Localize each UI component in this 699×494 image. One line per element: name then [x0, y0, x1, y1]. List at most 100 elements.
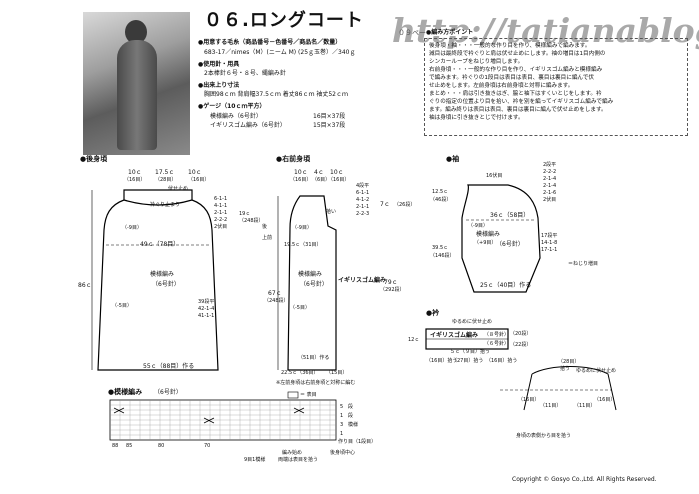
- back-bind-off: 伏せ止め: [168, 186, 189, 192]
- collar-side-pick: （16目）: [518, 397, 540, 403]
- back-width-2: 17.5ｃ: [155, 169, 175, 176]
- points-line: ぐりの指定の位置より目を拾い、衿を別を編ってイギリスゴム編みで編み: [429, 99, 614, 105]
- back-neck-bind: 衿ぐり止まり: [150, 202, 181, 208]
- front-hem-b: 22.5ｃ（36目）: [281, 370, 319, 376]
- back-hem: 55ｃ（88目）作る: [143, 363, 195, 370]
- back-stitch-1: （16目）: [124, 177, 146, 183]
- front-pick-up: 拾い: [326, 209, 337, 215]
- model-photo: [83, 12, 190, 155]
- back-stitch-3: （16目）: [188, 177, 210, 183]
- front-upper-label: 上前: [262, 235, 273, 241]
- sleeve-side-rows: 14-1-8: [541, 240, 558, 246]
- gauge-name-2: イギリスゴム編み（6号針）: [210, 122, 286, 129]
- front-neck-rows: 6-1-1: [356, 190, 370, 196]
- collar-bind-note: ゆるめに伏せ止め: [576, 368, 617, 374]
- sleeve-top-rows: 2-2-2: [543, 169, 557, 175]
- repeat-label: 9目1模様: [244, 457, 266, 463]
- back-stitch-2: （28目）: [155, 177, 177, 183]
- back-side-dec: （-5目）: [112, 303, 132, 309]
- collar-needle-b: （６号針）: [484, 341, 510, 347]
- front-rib: イギリスゴム編み: [338, 277, 387, 284]
- back-neck-dec: 6-1-1: [214, 196, 228, 202]
- front-collar-rows: （26段）: [394, 202, 416, 208]
- front-body-path: [287, 195, 337, 371]
- sleeve-dec: （-9目）: [468, 223, 488, 229]
- front-chest-w: 19.5ｃ（31目）: [284, 242, 322, 248]
- cast-on-label: 作り目（1段目）: [338, 439, 377, 445]
- tools-line: 2本棒針６号・８号、縄編み針: [204, 70, 286, 77]
- points-heading: ●編み方ポイント: [426, 29, 474, 36]
- yarn-line: 683-17／nimes（M）(ニーム M) (25ｇ玉巻）／340ｇ: [204, 49, 356, 56]
- ref-label: ０９ページの作品: [398, 30, 454, 37]
- back-neck-dec: 4-1-1: [214, 203, 228, 209]
- back-side-rows: 41-1-1: [198, 313, 215, 319]
- back-bust-width: 49ｃ（78目）: [140, 241, 180, 248]
- gauge-name-1: 模様編み（6号針）: [210, 113, 262, 120]
- collar-picks2-b: 拾う: [560, 366, 571, 372]
- copyright: Copyright © Gosyo Co.,Ltd. All Rights Re…: [512, 476, 657, 483]
- points-line: まとめ・・・肩は引き抜きはぎ、脇と袖下はすくいとじをします。衿: [429, 91, 602, 97]
- back-body-path: [97, 199, 219, 371]
- front-stitch-1: （16目）: [290, 177, 312, 183]
- back-heading: ●後身頃: [80, 155, 108, 163]
- sleeve-heading: ●袖: [446, 155, 460, 163]
- collar-pickup-path: [523, 366, 617, 411]
- collar-top-note: ゆるめに伏せ止め: [452, 319, 493, 325]
- front-neck-rows: 2-1-1: [356, 204, 370, 210]
- row-label: 段: [348, 404, 354, 410]
- gauge-value-1: 16目×37段: [313, 113, 346, 120]
- back-total-h: 86ｃ: [78, 282, 92, 289]
- front-total-rows: （292段）: [380, 287, 405, 293]
- points-line: 袖は身頃に引き抜きとじで付けます。: [429, 115, 524, 121]
- sleeve-top-rows: 2-1-4: [543, 176, 557, 182]
- back-body-outline: [123, 189, 193, 200]
- front-back-label: 後: [262, 224, 268, 230]
- back-side-rows: 42-1-4: [198, 306, 215, 312]
- sleeve-body-rows: （146段）: [430, 253, 455, 259]
- sleeve-top-stitches: 16伏目: [486, 173, 503, 179]
- row-num: 1: [340, 413, 344, 419]
- sleeve-cap-rows: （46段）: [430, 197, 452, 203]
- collar-side-pick: （11目）: [574, 403, 596, 409]
- points-line: 後身頃・袖・・・一般的な作り目を作り、模様編みで編みます。: [429, 43, 591, 49]
- collar-pick-3: （16目）拾う: [486, 358, 518, 364]
- collar-rows-a: （20段）: [510, 331, 532, 337]
- collar-pick-1: （16目）拾う: [426, 358, 458, 364]
- points-line: シンカーループをねじり増目します。: [429, 59, 524, 65]
- front-arm-dec: （-9目）: [292, 225, 312, 231]
- front-length-rows: （248段）: [264, 298, 289, 304]
- sleeve-top-rows: 2-1-6: [543, 190, 557, 196]
- front-width-2: 4ｃ: [314, 169, 324, 176]
- bottom-number: 70: [204, 443, 211, 449]
- front-total-h: 79ｃ: [384, 279, 398, 286]
- collar-rows-b: （22段）: [510, 342, 532, 348]
- front-stitch-3: （16目）: [328, 177, 350, 183]
- front-hem-c: （15目）: [326, 370, 348, 376]
- front-note: ※左前身頃は右前身頃と対称に編む: [276, 380, 356, 386]
- front-collar-h: 7ｃ: [380, 201, 390, 208]
- row-num: 3: [340, 422, 344, 428]
- yarn-heading: ●用意する毛糸（商品番号－色番号／商品名／数量）: [198, 39, 342, 46]
- page-title: ０６.ロングコート: [204, 10, 364, 31]
- back-armhole-rows: （248段）: [239, 218, 264, 224]
- bottom-number: 85: [126, 443, 133, 449]
- collar-side-pick: （16目）: [594, 397, 616, 403]
- pattern-heading: ●模様編み: [108, 388, 143, 396]
- sleeve-top-rows: 2段平: [543, 162, 557, 168]
- tools-heading: ●使用針・用具: [198, 61, 240, 68]
- gauge-heading: ●ゲージ（10ｃｍ平方）: [198, 103, 266, 110]
- sleeve-cuff: 25ｃ（40目）作る: [480, 282, 532, 289]
- back-fabric: 模様編み: [150, 271, 175, 278]
- front-width-3: 10ｃ: [330, 169, 344, 176]
- front-width-1: 10ｃ: [294, 169, 308, 176]
- row-label: 段: [348, 413, 354, 419]
- points-box: 後身頃・袖・・・一般的な作り目を作り、模様編みで編みます。 減目は最終段で衿ぐり…: [424, 38, 688, 136]
- front-needle: （6号針）: [300, 281, 328, 288]
- collar-side-pick: （11目）: [540, 403, 562, 409]
- coat-figure: [117, 40, 157, 150]
- sleeve-side-rows: 17段平: [541, 233, 558, 239]
- front-side-dec: （-5目）: [290, 305, 310, 311]
- points-line: ます。編み終りは表目は表目、裏目は裏目に編んで伏せ止めをします。: [429, 107, 607, 113]
- legend-blank: ＝ 表目: [300, 392, 317, 398]
